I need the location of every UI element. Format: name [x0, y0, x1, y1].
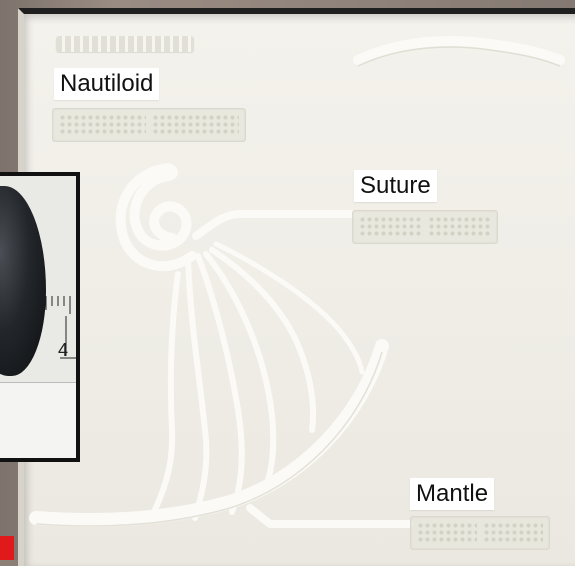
suture-pointer — [196, 214, 360, 236]
tentacle-2 — [188, 258, 206, 518]
red-tag — [0, 536, 14, 560]
ruler-strip — [0, 382, 76, 458]
braille-cell — [359, 216, 422, 238]
braille-suture — [352, 210, 498, 244]
ruler-number: 4 — [58, 340, 68, 361]
fossil-photo: 4 — [0, 176, 76, 458]
braille-nautiloid — [52, 108, 246, 142]
braille-cell — [483, 522, 543, 544]
fossil-photo-inset: 4 — [0, 172, 80, 462]
spiral-shell — [121, 168, 192, 266]
braille-mantle — [410, 516, 550, 550]
braille-cell — [428, 216, 491, 238]
mantle-arc — [36, 346, 382, 520]
tentacle-1 — [150, 274, 178, 520]
mantle-pointer — [250, 508, 410, 524]
braille-cell — [59, 114, 146, 136]
label-mantle: Mantle — [410, 478, 494, 510]
braille-cell — [152, 114, 239, 136]
braille-cell — [417, 522, 477, 544]
label-nautiloid: Nautiloid — [54, 68, 159, 100]
embossed-title-strip — [56, 36, 194, 52]
tentacle-5 — [212, 250, 313, 430]
label-suture: Suture — [354, 170, 437, 202]
